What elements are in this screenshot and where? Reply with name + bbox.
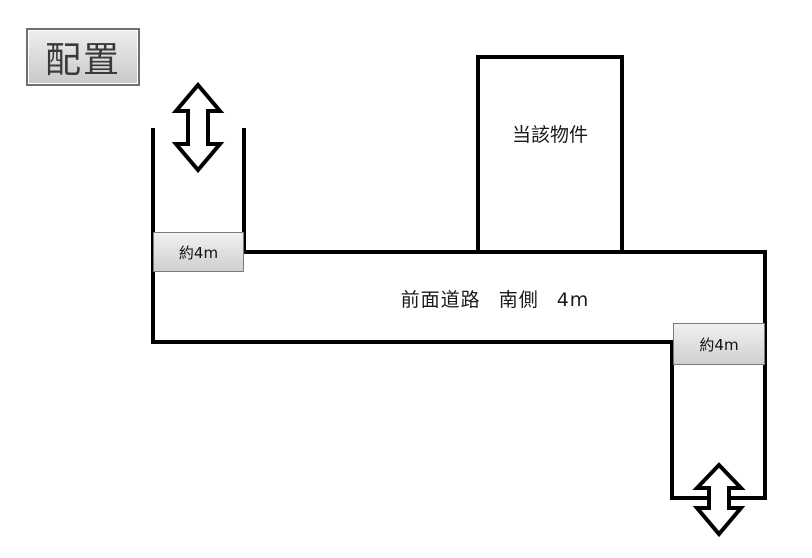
double-headed-arrow-icon [171, 81, 225, 174]
property-label: 当該物件 [511, 124, 588, 146]
double-headed-arrow-icon [692, 462, 746, 538]
road-outline [151, 128, 767, 500]
front-road-label: 前面道路南側 4m [300, 285, 690, 312]
page-title: 配置 [26, 28, 140, 86]
right-road-width-tag: 約4m [673, 323, 765, 365]
left-road-width-tag: 約4m [153, 232, 244, 272]
road-name: 前面道路 [400, 289, 481, 311]
property-outline [476, 55, 624, 252]
road-side: 南側 [498, 289, 539, 311]
road-width: 4m [556, 289, 590, 311]
